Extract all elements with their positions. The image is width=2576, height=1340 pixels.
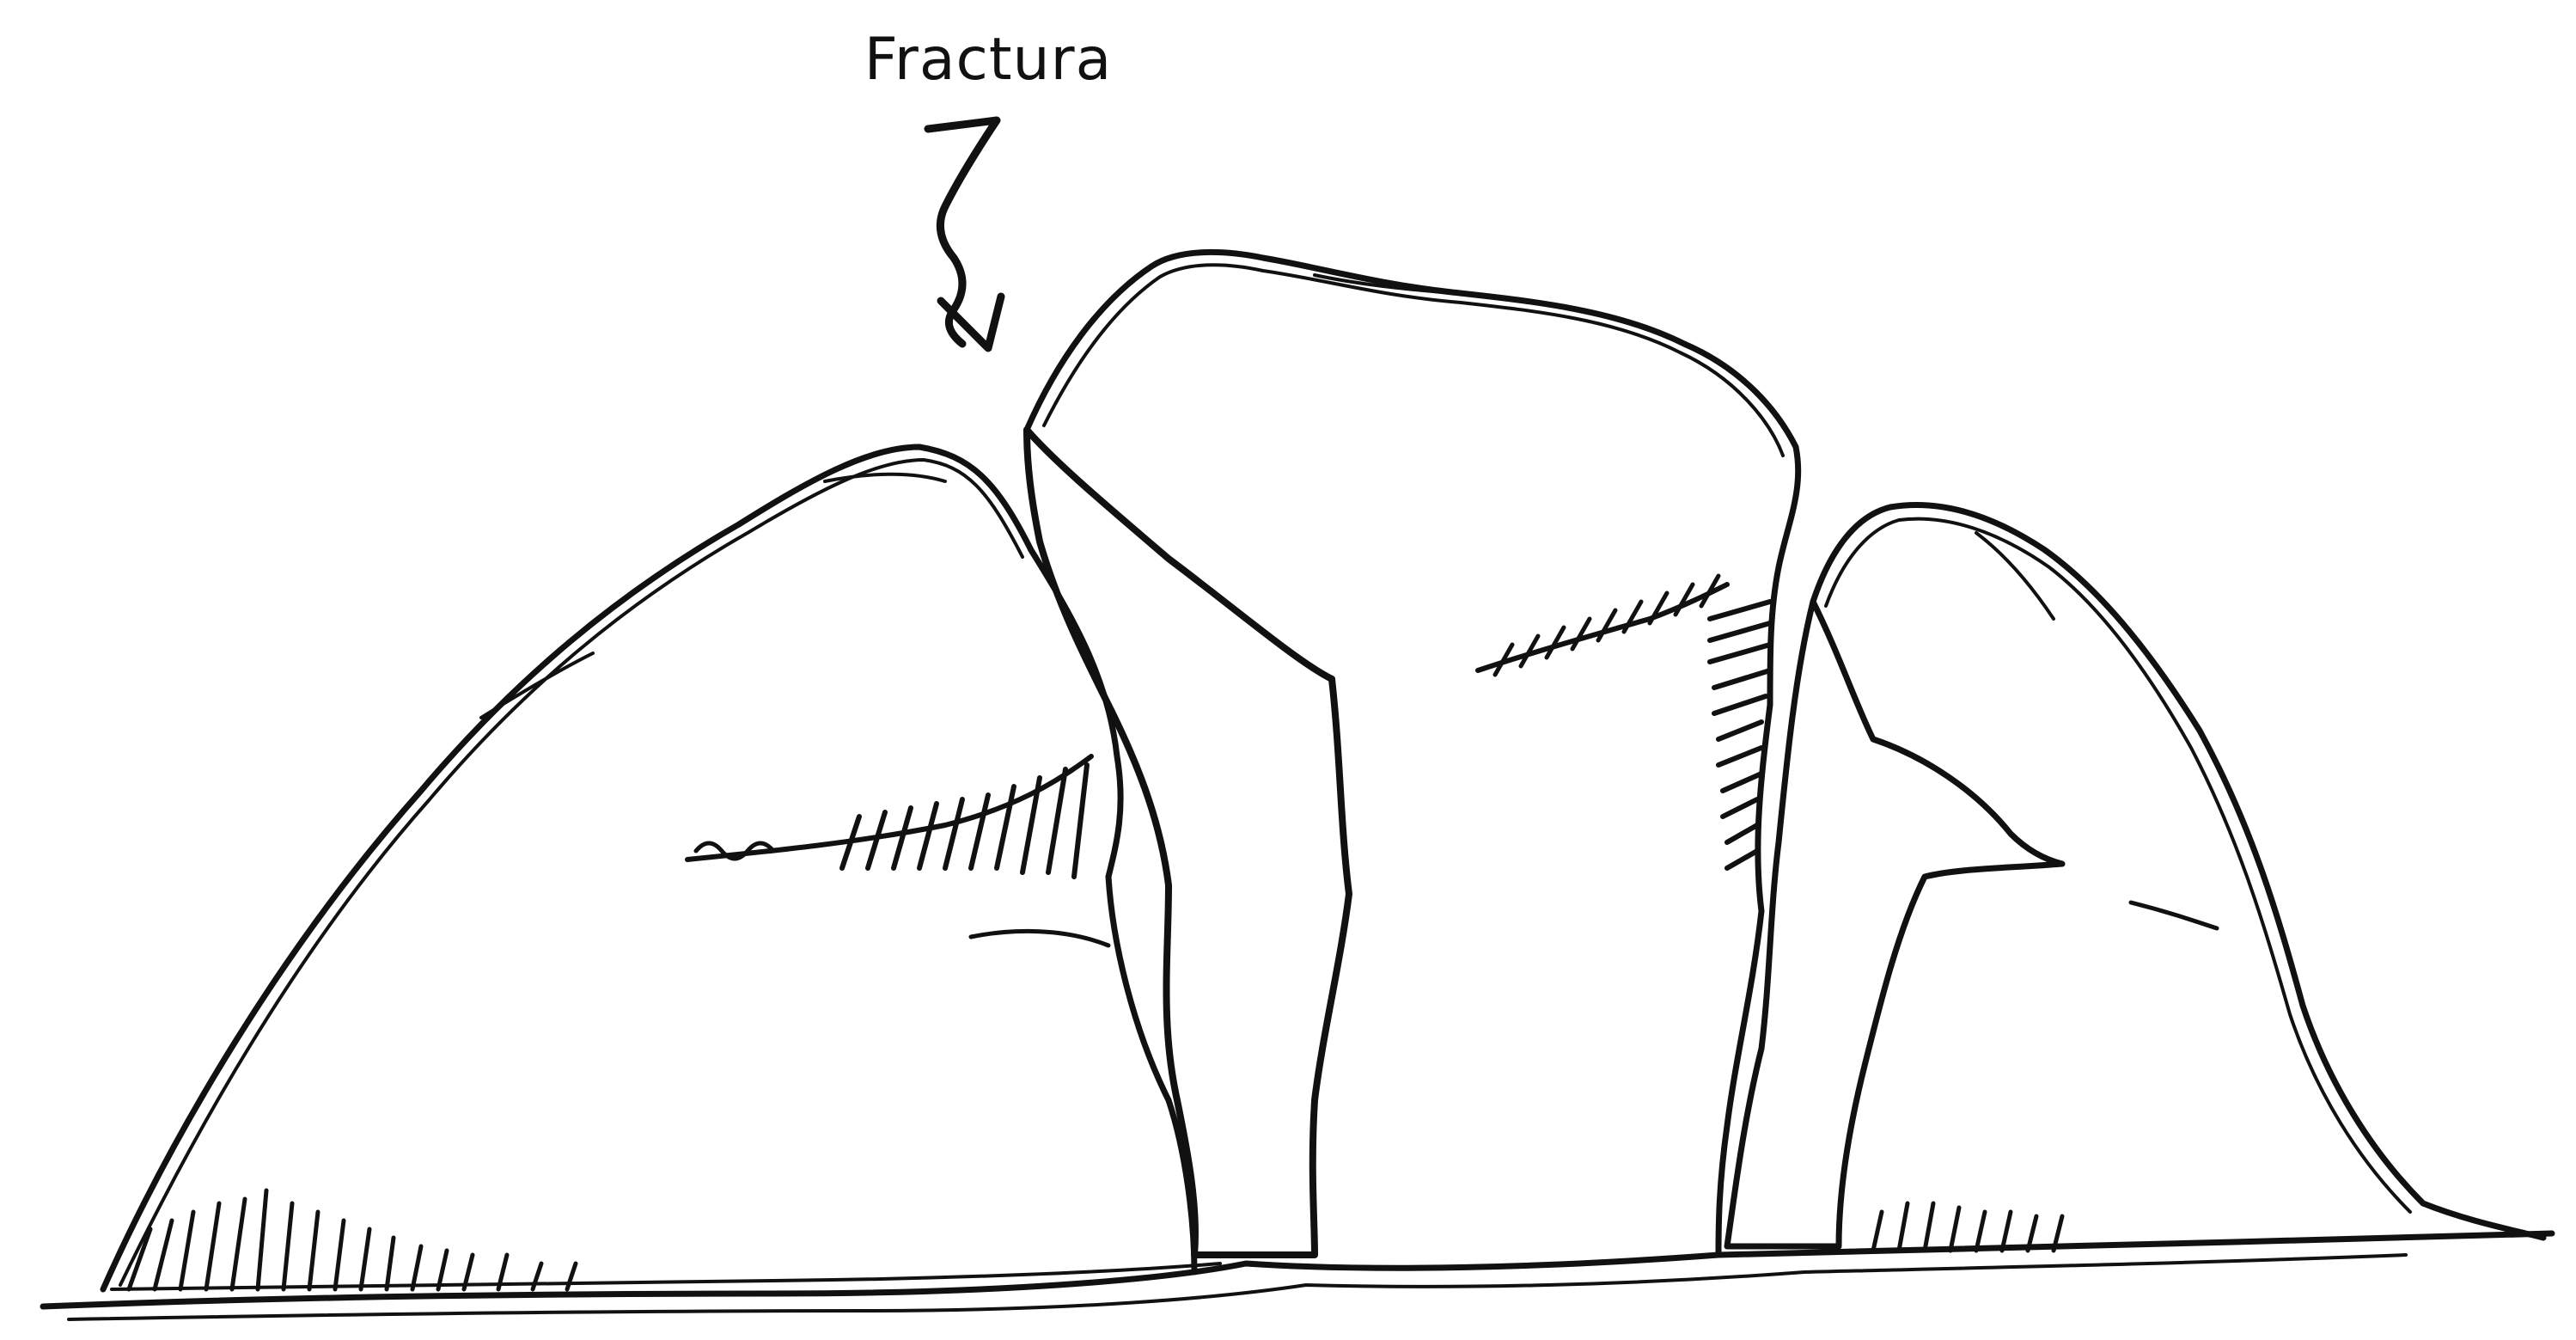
left-rock bbox=[103, 447, 1194, 1289]
main-fracture bbox=[1027, 430, 1349, 1255]
right-fracture bbox=[1727, 602, 2062, 1246]
center-rock bbox=[1027, 252, 1798, 1255]
fracture-arrow bbox=[928, 120, 1001, 348]
